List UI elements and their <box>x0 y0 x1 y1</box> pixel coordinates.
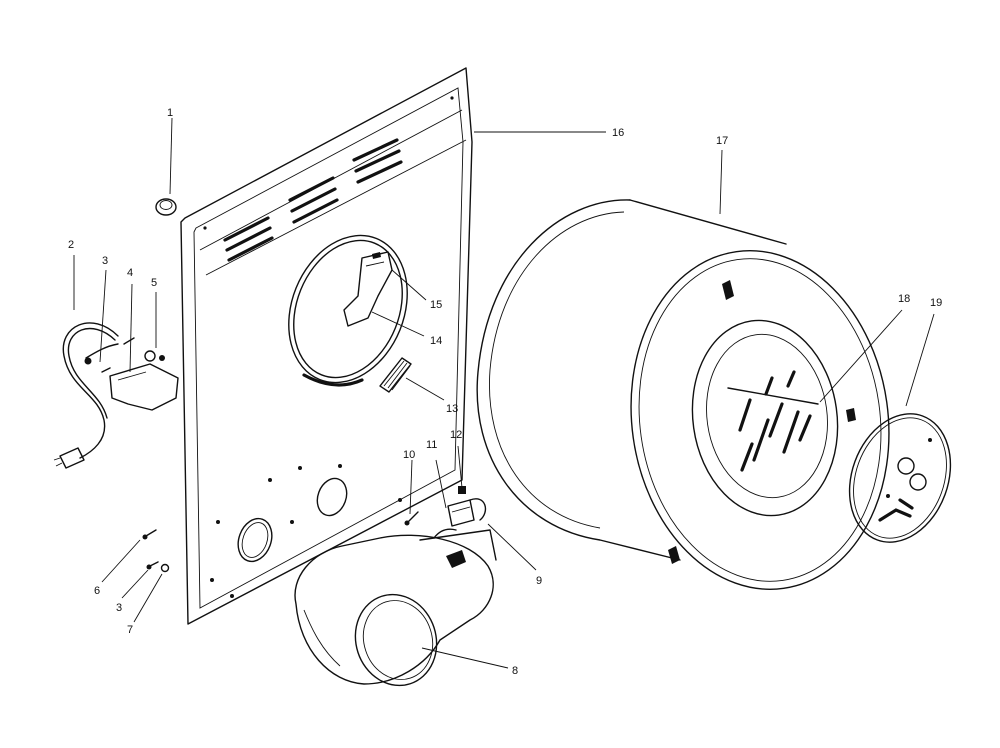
callout-5: 5 <box>151 277 157 289</box>
dryer-drum <box>476 199 890 590</box>
callout-7: 7 <box>127 624 133 636</box>
callout-18: 18 <box>898 293 910 305</box>
callout-19: 19 <box>930 297 942 309</box>
callout-4: 4 <box>127 267 133 279</box>
panel-opening <box>288 234 408 387</box>
blower-housing <box>294 529 497 687</box>
callout-3-bottom: 3 <box>116 602 122 614</box>
small-switch-parts <box>404 486 487 539</box>
leader-lines <box>73 117 935 669</box>
callout-12: 12 <box>450 429 462 441</box>
rear-panel <box>180 67 473 625</box>
drum-rear-plate <box>848 413 952 543</box>
plug-button <box>155 198 177 216</box>
callout-15: 15 <box>430 299 442 311</box>
vent-louvers <box>223 138 403 262</box>
exhaust-duct <box>343 251 393 327</box>
callout-16: 16 <box>612 127 624 139</box>
screws <box>142 529 170 573</box>
terminal-block <box>84 337 179 411</box>
callout-2: 2 <box>68 239 74 251</box>
callout-labels: 1 2 3 4 5 6 3 7 8 9 10 11 12 13 14 15 16… <box>68 107 942 677</box>
callout-6: 6 <box>94 585 100 597</box>
callout-3-top: 3 <box>102 255 108 267</box>
callout-17: 17 <box>716 135 728 147</box>
callout-9: 9 <box>536 575 542 587</box>
lint-grille <box>379 357 412 393</box>
callout-14: 14 <box>430 335 442 347</box>
callout-13: 13 <box>446 403 458 415</box>
callout-1: 1 <box>167 107 173 119</box>
drum-interior-baffles <box>727 370 819 472</box>
callout-10: 10 <box>403 449 415 461</box>
power-cord <box>53 322 119 469</box>
callout-8: 8 <box>512 665 518 677</box>
callout-11: 11 <box>426 439 437 451</box>
